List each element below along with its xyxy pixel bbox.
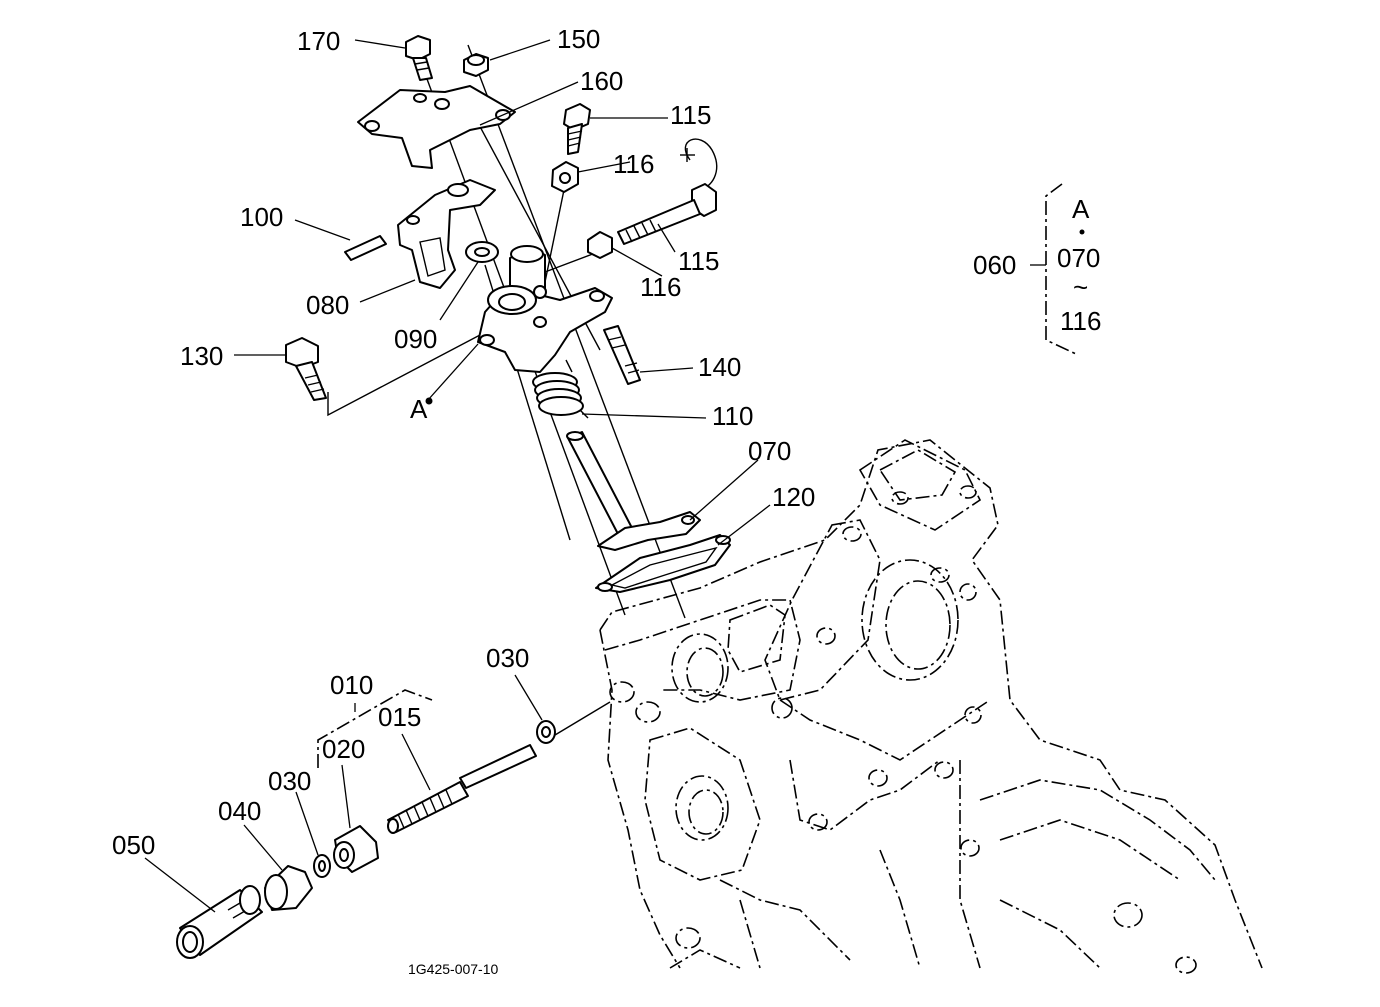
label-050: 050 (112, 830, 155, 860)
bolt-115-long (617, 183, 717, 245)
spring-110 (532, 359, 589, 419)
label-140: 140 (698, 352, 741, 382)
assembly-parent-060: 060 (973, 250, 1016, 280)
ref-A-dot (425, 397, 433, 405)
bolt-170 (405, 35, 433, 81)
cap-040 (264, 865, 313, 911)
assembly-ref-A: A (1072, 194, 1090, 224)
label-160: 160 (580, 66, 623, 96)
label-150: 150 (557, 24, 600, 54)
label-130: 130 (180, 341, 223, 371)
lever-080 (397, 179, 496, 289)
governor-shaft-070 (566, 431, 701, 551)
assembly-range-from: 070 (1057, 243, 1100, 273)
label-120: 120 (772, 482, 815, 512)
bolt-150 (463, 53, 489, 77)
label-040: 040 (218, 796, 261, 826)
bracket-160 (357, 85, 516, 169)
nut-116-upper (551, 161, 579, 193)
label-070: 070 (748, 436, 791, 466)
label-116-upper: 116 (613, 149, 654, 179)
callout-leaders (144, 39, 771, 913)
label-A: A (410, 394, 428, 424)
pin-100 (344, 235, 387, 261)
assembly-range-mark: ~ (1073, 272, 1088, 302)
label-080: 080 (306, 290, 349, 320)
washer-030-upper (536, 720, 556, 744)
label-115-lower: 115 (678, 246, 719, 276)
stud-140 (603, 325, 641, 385)
label-010: 010 (330, 670, 373, 700)
drawing-code: 1G425-007-10 (408, 961, 499, 977)
label-100: 100 (240, 202, 283, 232)
label-115-upper: 115 (670, 100, 711, 130)
part-labels: 170 150 160 115 116 100 115 116 080 090 … (112, 24, 815, 860)
label-110: 110 (712, 401, 753, 431)
screw-115-upper (563, 103, 591, 155)
washer-030-lower (313, 854, 331, 878)
gear-case-housing (599, 439, 1263, 974)
gasket-120 (595, 534, 731, 593)
nut-020 (333, 825, 379, 873)
label-090: 090 (394, 324, 437, 354)
bolt-130 (285, 337, 327, 401)
label-116-lower: 116 (640, 272, 681, 302)
leader-lines (327, 44, 718, 736)
label-020: 020 (322, 734, 365, 764)
sleeve-050 (176, 885, 263, 959)
label-030-lower: 030 (268, 766, 311, 796)
assembly-range-to: 116 (1060, 306, 1101, 336)
label-015: 015 (378, 702, 421, 732)
label-170: 170 (297, 26, 340, 56)
group-bracket-010 (317, 689, 433, 768)
screw-shaft-015 (387, 744, 537, 834)
washer-090 (465, 241, 499, 263)
label-030-upper: 030 (486, 643, 529, 673)
assembly-ref-dot (1079, 229, 1085, 235)
governor-housing-A (477, 245, 613, 373)
nut-116-lower (587, 231, 613, 259)
assembly-note: 060 A 070 ~ 116 (973, 183, 1101, 355)
